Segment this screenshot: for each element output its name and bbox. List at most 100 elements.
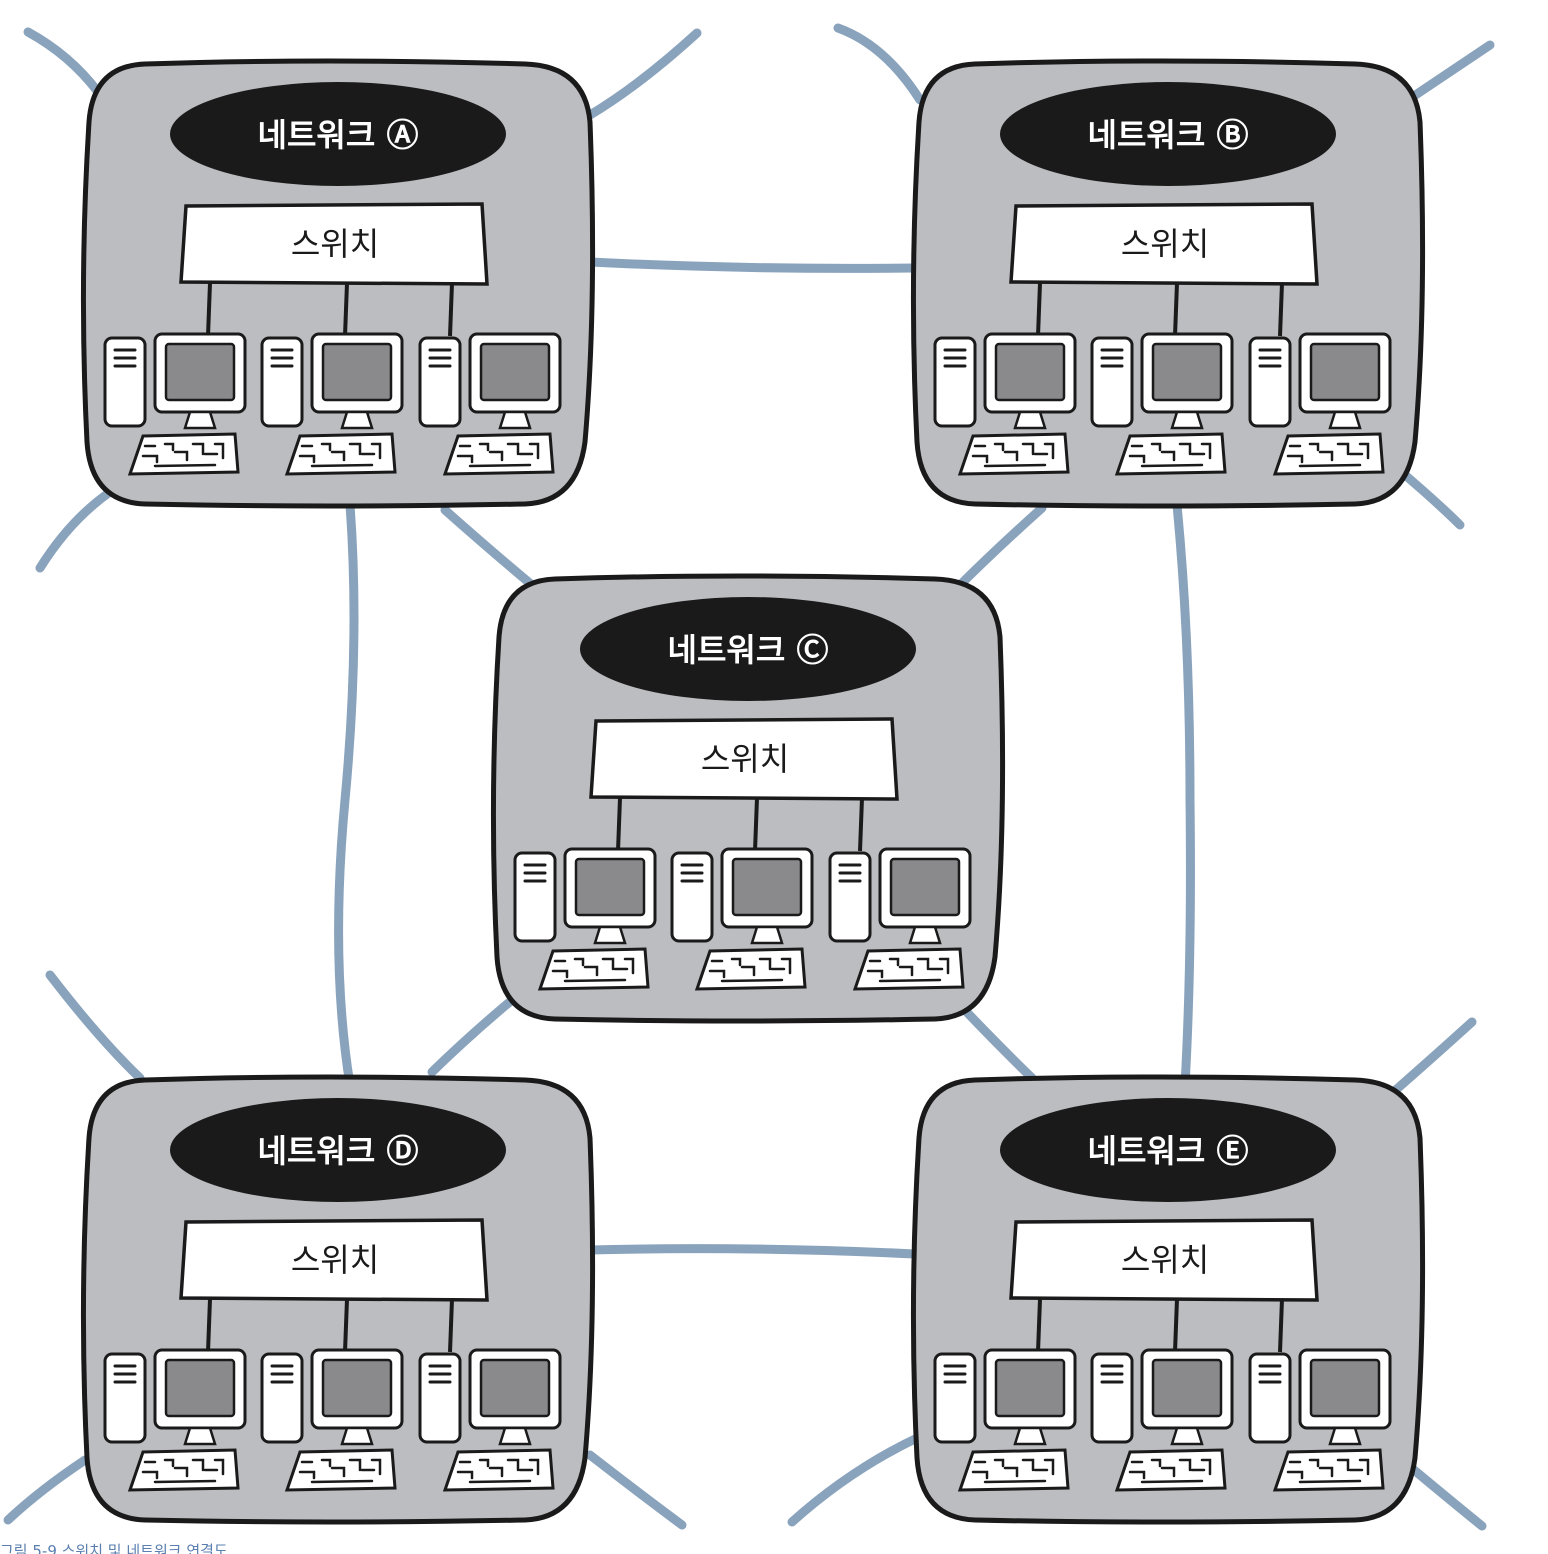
link-stub [45, 970, 145, 1083]
switch-cable [1278, 282, 1284, 337]
link-c-e [955, 1000, 1037, 1083]
switch-cable [206, 1298, 212, 1353]
monitor-screen [1309, 342, 1381, 402]
network-title: 네트워크 Ⓑ [1088, 116, 1249, 154]
monitor-screen [164, 342, 236, 402]
computer [1090, 1348, 1234, 1492]
computer-tower-icon [933, 336, 977, 428]
network-e: 네트워크 Ⓔ 스위치 [910, 1074, 1426, 1525]
computer-tower-icon [1090, 336, 1134, 428]
network-title: 네트워크 Ⓒ [668, 631, 829, 669]
monitor-stand [498, 1426, 532, 1446]
computer [670, 847, 814, 991]
switch-label: 스위치 [291, 1241, 379, 1279]
switch-cable [1278, 1298, 1284, 1353]
switch-cable [206, 282, 212, 337]
network-title-badge [170, 82, 506, 186]
monitor-screen [479, 1358, 551, 1418]
switch-box [1009, 1218, 1319, 1302]
network-title-badge [170, 1098, 506, 1202]
computer-tower-icon [828, 851, 872, 943]
switch-cable [343, 1298, 349, 1353]
monitor-screen [994, 1358, 1066, 1418]
switch-cable [343, 282, 349, 337]
monitor-screen [1151, 1358, 1223, 1418]
computer-tower-icon [103, 336, 147, 428]
switch-box [589, 717, 899, 801]
network-c: 네트워크 Ⓒ 스위치 [490, 573, 1006, 1024]
computer [828, 847, 972, 991]
computer-tower-icon [513, 851, 557, 943]
network-b: 네트워크 Ⓑ 스위치 [910, 58, 1426, 509]
computer-tower-icon [670, 851, 714, 943]
link-stub [1400, 470, 1465, 530]
switch-label: 스위치 [291, 225, 379, 263]
monitor-screen [321, 1358, 393, 1418]
computer-tower-icon [1090, 1352, 1134, 1444]
monitor-screen [1151, 342, 1223, 402]
link-stub [1403, 40, 1495, 105]
switch-box [179, 202, 489, 286]
computer [933, 1348, 1077, 1492]
computer [418, 1348, 562, 1492]
computer-tower-icon [103, 1352, 147, 1444]
monitor-stand [498, 410, 532, 430]
monitor-stand [183, 1426, 217, 1446]
computer-tower-icon [418, 336, 462, 428]
computer [513, 847, 657, 991]
switch-cable [1036, 1298, 1042, 1353]
monitor-stand [340, 410, 374, 430]
monitor-screen [994, 342, 1066, 402]
computer [1248, 1348, 1392, 1492]
computer [260, 1348, 404, 1492]
computer [260, 332, 404, 476]
link-stub [3, 1455, 90, 1525]
switch-label: 스위치 [701, 740, 789, 778]
computer [1248, 332, 1392, 476]
computer [933, 332, 1077, 476]
switch-label: 스위치 [1121, 225, 1209, 263]
switch-box [179, 1218, 489, 1302]
link-stub [35, 487, 115, 573]
switch-cable [448, 282, 454, 337]
link-stub [23, 27, 103, 97]
computer-tower-icon [933, 1352, 977, 1444]
monitor-screen [889, 857, 961, 917]
monitor-screen [479, 342, 551, 402]
network-title-badge [1000, 1098, 1336, 1202]
link-stub [585, 28, 702, 120]
monitor-stand [1170, 410, 1204, 430]
computer-tower-icon [1248, 1352, 1292, 1444]
link-b-e [1172, 500, 1195, 1090]
monitor-stand [1328, 410, 1362, 430]
switch-cable [448, 1298, 454, 1353]
monitor-stand [1013, 410, 1047, 430]
computer [1090, 332, 1234, 476]
monitor-stand [593, 925, 627, 945]
link-stub [1403, 1460, 1487, 1531]
monitor-stand [1170, 1426, 1204, 1446]
switch-cable [1036, 282, 1042, 337]
computer [418, 332, 562, 476]
computer-tower-icon [418, 1352, 462, 1444]
link-a-b [585, 257, 920, 273]
monitor-screen [731, 857, 803, 917]
monitor-screen [574, 857, 646, 917]
computer-tower-icon [260, 1352, 304, 1444]
monitor-stand [340, 1426, 374, 1446]
link-a-c [440, 505, 537, 590]
switch-cable [753, 797, 759, 852]
switch-cable [616, 797, 622, 852]
computer [103, 332, 247, 476]
switch-box [1009, 202, 1319, 286]
computer-tower-icon [260, 336, 304, 428]
link-stub [787, 1433, 922, 1527]
link-stub [585, 1450, 687, 1530]
switch-label: 스위치 [1121, 1241, 1209, 1279]
network-title: 네트워크 Ⓔ [1088, 1132, 1249, 1170]
network-title-badge [1000, 82, 1336, 186]
link-stub [833, 23, 925, 105]
connection-links [3, 23, 1495, 1531]
